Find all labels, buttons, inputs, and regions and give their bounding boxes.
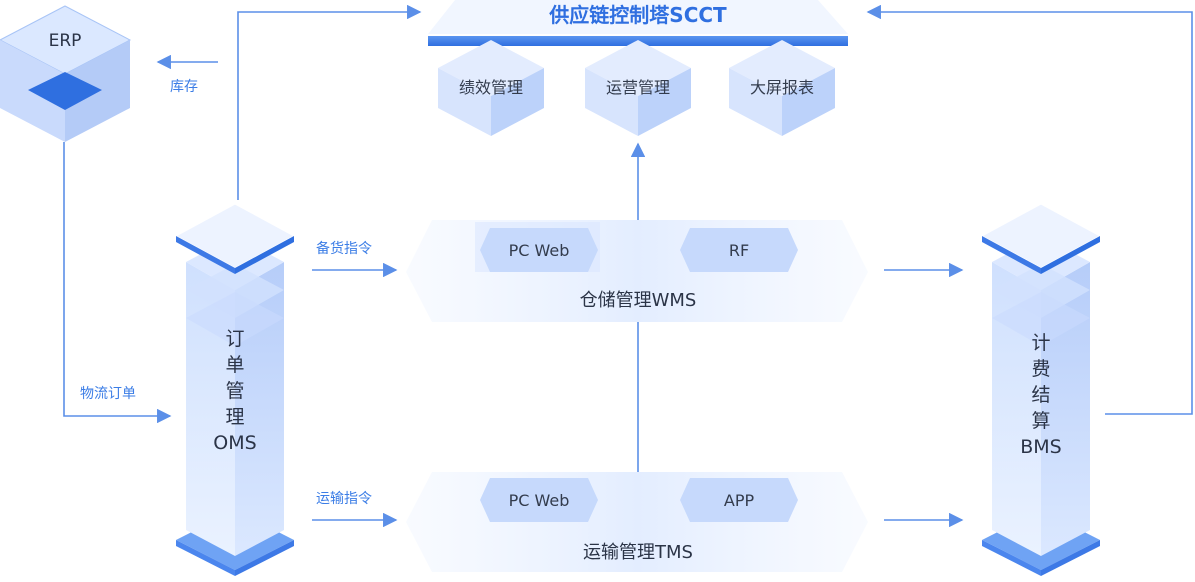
- oms-line: 订: [225, 328, 245, 350]
- module-label: 大屏报表: [750, 78, 814, 97]
- wms-client-pcweb: PC Web: [480, 228, 598, 272]
- oms-abbr: OMS: [213, 432, 257, 454]
- wms-title: 仓储管理WMS: [580, 290, 697, 311]
- client-label: APP: [724, 491, 755, 510]
- oms-line: 单: [225, 354, 245, 376]
- client-label: RF: [729, 241, 749, 260]
- edge-label-inventory: 库存: [170, 79, 198, 95]
- bms-line: 算: [1031, 410, 1051, 432]
- wms-band: PC Web RF 仓储管理WMS: [406, 220, 868, 322]
- module-cube-operations: 运营管理: [585, 40, 691, 136]
- module-cube-performance: 绩效管理: [438, 40, 544, 136]
- oms-label: 订 单 管 理 OMS: [205, 326, 265, 456]
- module-cubes: 绩效管理 运营管理 大屏报表: [438, 40, 835, 136]
- oms-line: 理: [225, 406, 245, 428]
- edge-logistics-order: [63, 142, 172, 424]
- edge-label-transport-instruction: 运输指令: [316, 491, 372, 507]
- bms-line: 结: [1031, 384, 1051, 406]
- edge-label-stock-instruction: 备货指令: [316, 241, 372, 257]
- bms-line: 费: [1031, 358, 1051, 380]
- module-label: 绩效管理: [459, 78, 523, 97]
- bms-abbr: BMS: [1020, 436, 1062, 458]
- tms-client-pcweb: PC Web: [480, 478, 598, 522]
- tms-band: PC Web APP 运输管理TMS: [406, 472, 868, 572]
- scct-bar: 供应链控制塔SCCT: [428, 0, 848, 46]
- oms-line: 管: [225, 380, 245, 402]
- edge-oms-to-scct: [237, 4, 422, 200]
- bms-line: 计: [1031, 332, 1051, 354]
- edge-bms-to-scct: [866, 4, 1193, 415]
- connectors: [63, 4, 1193, 528]
- tms-title: 运输管理TMS: [583, 542, 693, 563]
- erp-cube: ERP: [0, 5, 132, 142]
- oms-column: [174, 203, 296, 576]
- module-cube-dashboard: 大屏报表: [729, 40, 835, 136]
- client-label: PC Web: [509, 241, 570, 260]
- client-label: PC Web: [509, 491, 570, 510]
- tms-client-app: APP: [680, 478, 798, 522]
- erp-label: ERP: [49, 31, 82, 51]
- scct-title: 供应链控制塔SCCT: [548, 3, 727, 27]
- bms-label: 计 费 结 算 BMS: [1011, 330, 1071, 460]
- edge-label-logistics-order: 物流订单: [80, 386, 136, 402]
- wms-client-rf: RF: [680, 228, 798, 272]
- module-label: 运营管理: [606, 78, 670, 97]
- bms-column: [980, 203, 1102, 576]
